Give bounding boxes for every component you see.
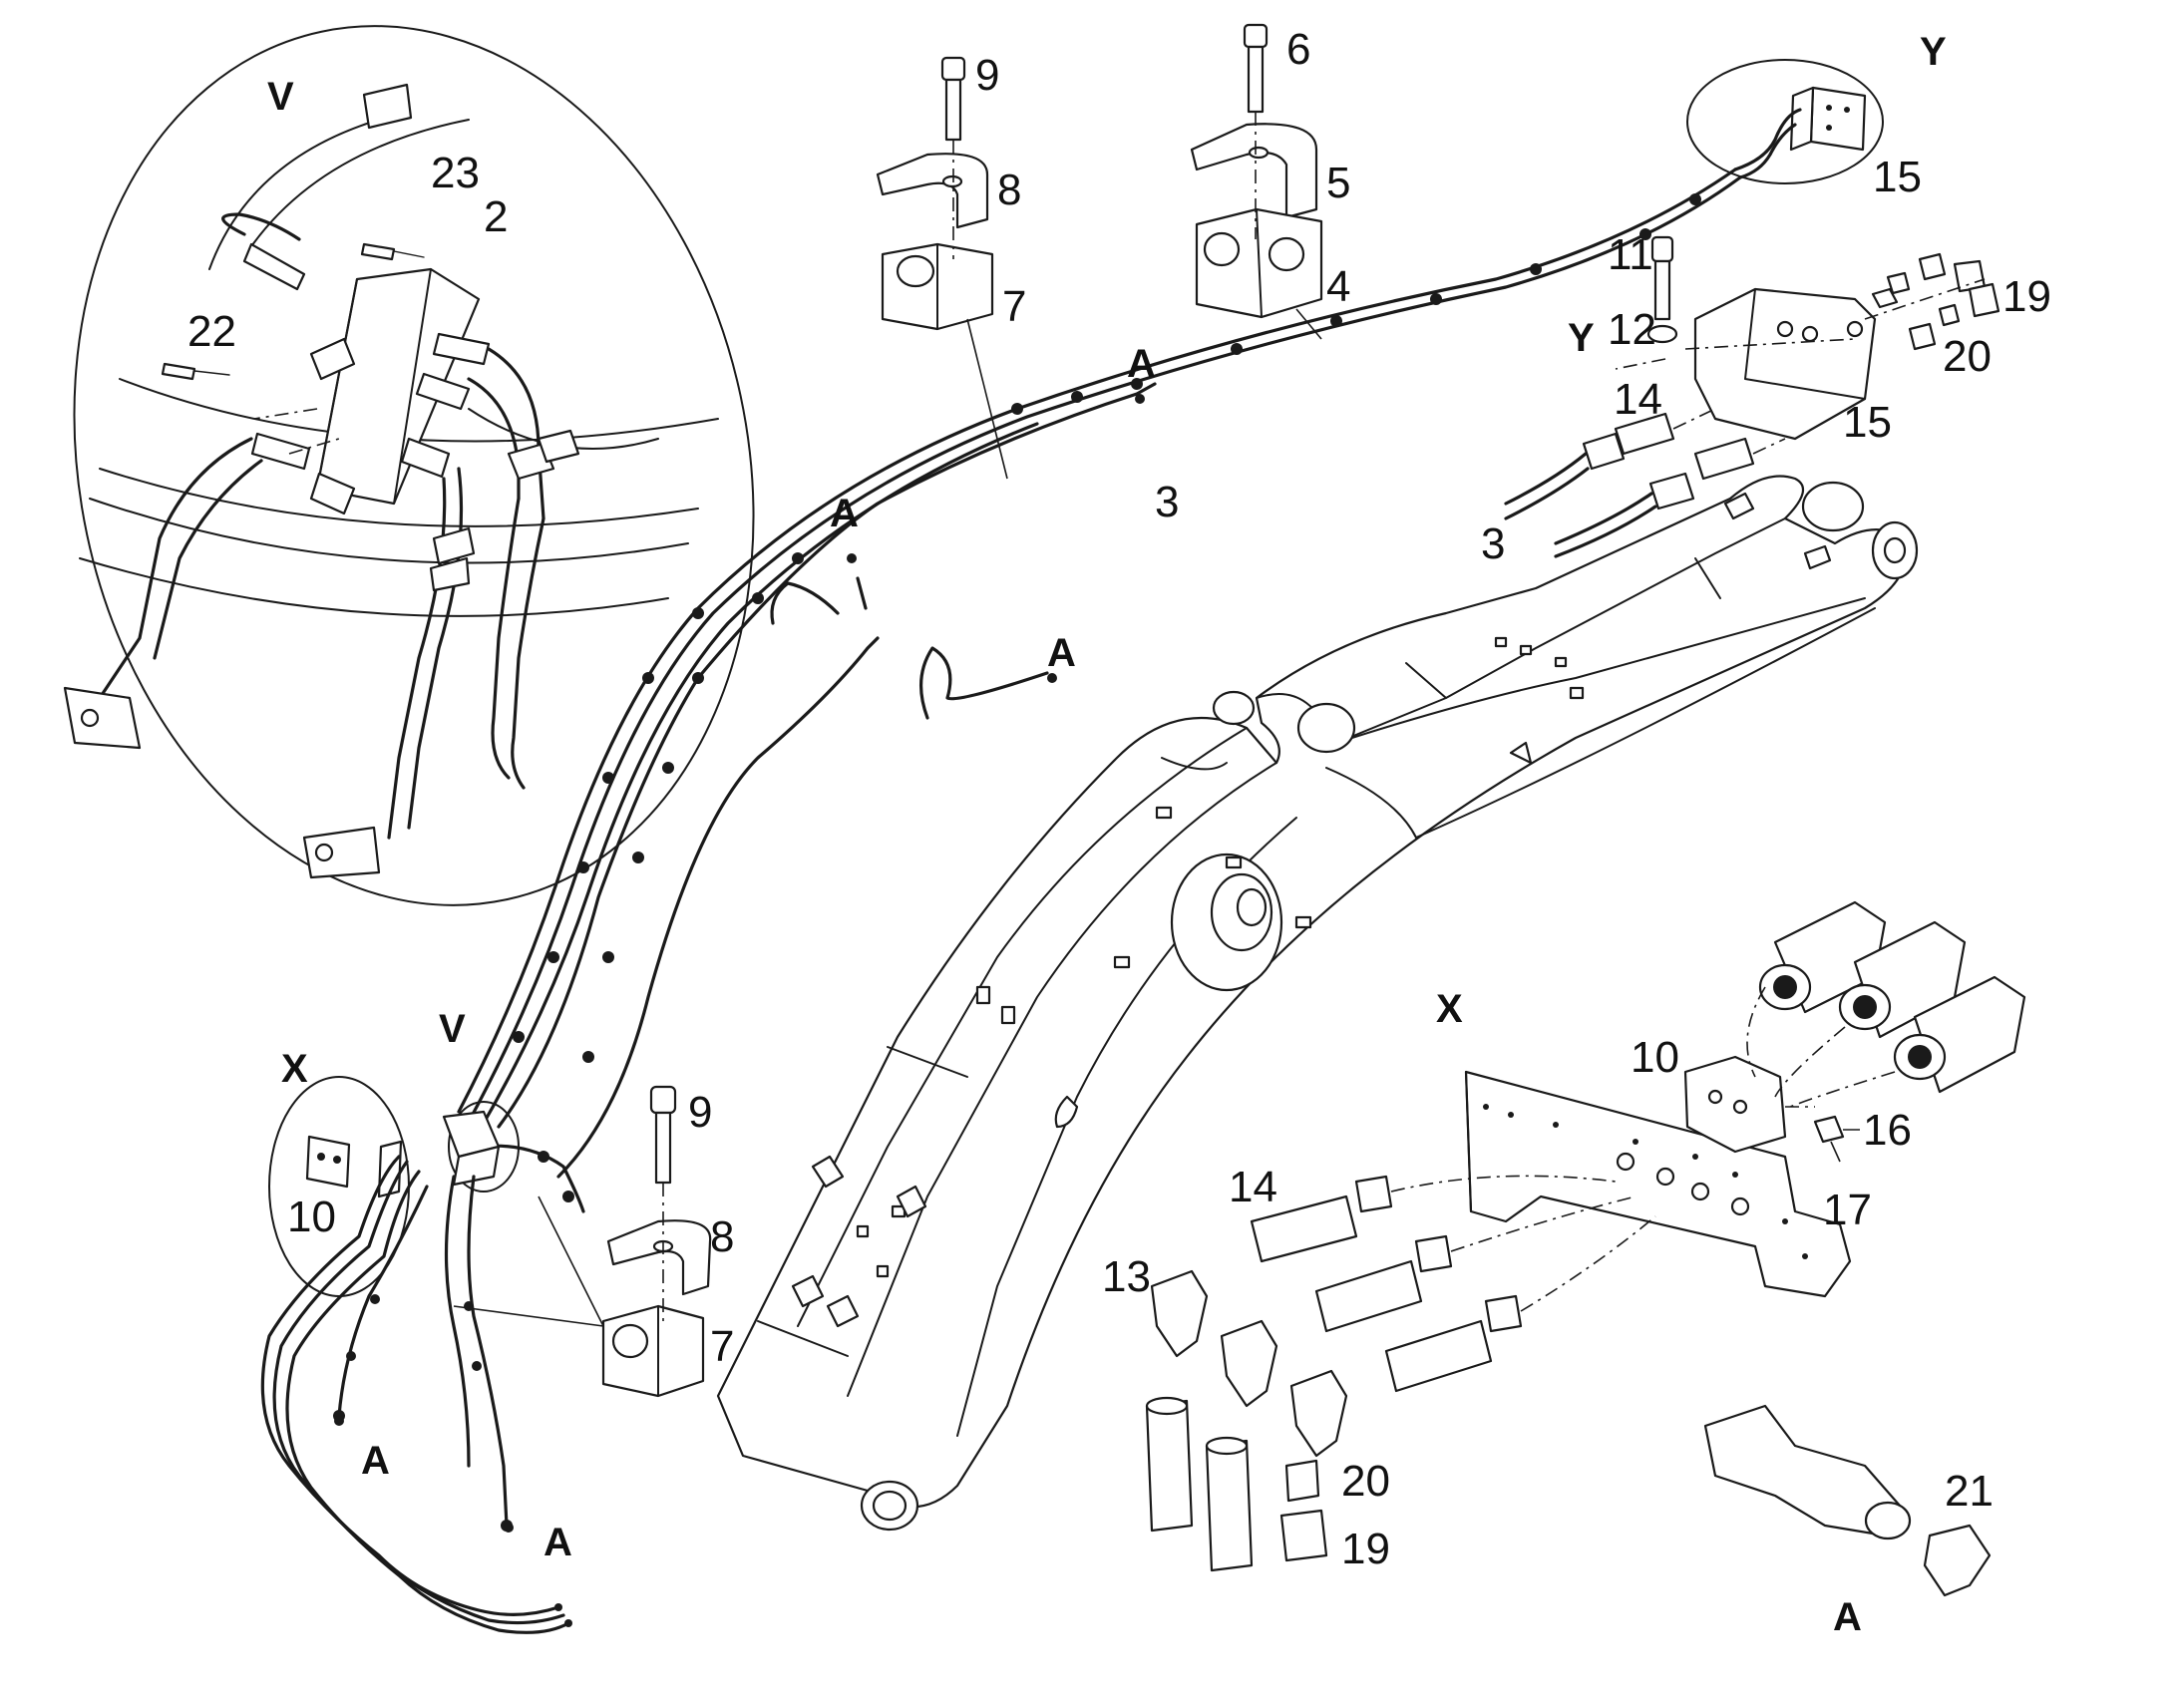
clamp-stack-upper-double [1190, 23, 1323, 340]
detail-v-view [63, 25, 755, 906]
view-letter-v-detail: V [267, 75, 294, 119]
clamp-stack-lower [601, 1085, 712, 1398]
view-letter-v-main: V [439, 1007, 466, 1051]
boom-arm [716, 475, 1919, 1532]
bracket-15-assembly [1504, 235, 2000, 558]
callout-5: 5 [1326, 159, 1350, 207]
hose-end-a-5: A [544, 1521, 572, 1564]
callout-10-right: 10 [1631, 1033, 1679, 1082]
hose-end-a-1: A [1127, 342, 1156, 386]
hose-end-a-4: A [361, 1439, 390, 1483]
callout-3-y: 3 [1481, 519, 1505, 568]
view-letter-x-main: X [281, 1047, 308, 1091]
hose-end-caps [334, 394, 1145, 1627]
detail-y-view [1686, 59, 1884, 184]
callout-15-main: 15 [1843, 398, 1892, 447]
callout-9-lower: 9 [688, 1088, 712, 1137]
clamp-stack-upper [876, 56, 1008, 480]
callout-10-left: 10 [287, 1193, 336, 1241]
callout-3-main: 3 [1155, 478, 1179, 526]
callout-7-upper: 7 [1002, 282, 1026, 331]
fitting-plate-x [1145, 900, 2026, 1597]
callout-2: 2 [484, 192, 508, 241]
callout-21: 21 [1945, 1467, 1994, 1516]
hose-end-a-6: A [1833, 1595, 1862, 1639]
callout-16: 16 [1863, 1106, 1912, 1155]
callout-7-lower: 7 [710, 1322, 734, 1371]
callout-14-y: 14 [1614, 375, 1662, 424]
hose-end-letters: A A A A A A [361, 342, 1862, 1639]
callout-22: 22 [187, 307, 236, 356]
view-letters: V V X X Y Y [267, 30, 1947, 1091]
callout-20-upper: 20 [1943, 332, 1992, 381]
callout-12: 12 [1608, 305, 1656, 354]
detail-x-small [260, 1076, 604, 1634]
view-letter-y-main: Y [1568, 316, 1595, 360]
view-letter-x-detail: X [1436, 987, 1463, 1031]
callout-8-upper: 8 [997, 166, 1021, 214]
callout-19-upper: 19 [2002, 272, 2051, 321]
callout-8-lower: 8 [710, 1212, 734, 1261]
callout-13: 13 [1102, 1252, 1151, 1301]
callout-17: 17 [1823, 1186, 1872, 1234]
callout-6: 6 [1286, 25, 1310, 74]
callout-9-upper: 9 [975, 51, 999, 100]
view-letter-y-detail: Y [1920, 30, 1947, 74]
callout-20-lower: 20 [1341, 1457, 1390, 1506]
callout-15-detail: 15 [1873, 153, 1922, 201]
callout-11: 11 [1608, 230, 1653, 279]
valve-v-assembly [442, 1101, 520, 1193]
hose-end-a-2: A [830, 492, 859, 535]
callout-14-x: 14 [1229, 1163, 1277, 1211]
callout-4: 4 [1326, 262, 1350, 311]
boom-hoses [457, 168, 1742, 1213]
callout-19-lower: 19 [1341, 1525, 1390, 1573]
hose-end-a-3: A [1047, 631, 1076, 675]
callout-23: 23 [431, 149, 480, 197]
callout-labels: 2 3 3 4 5 6 7 7 8 8 9 9 10 10 11 12 13 1… [187, 25, 2051, 1573]
